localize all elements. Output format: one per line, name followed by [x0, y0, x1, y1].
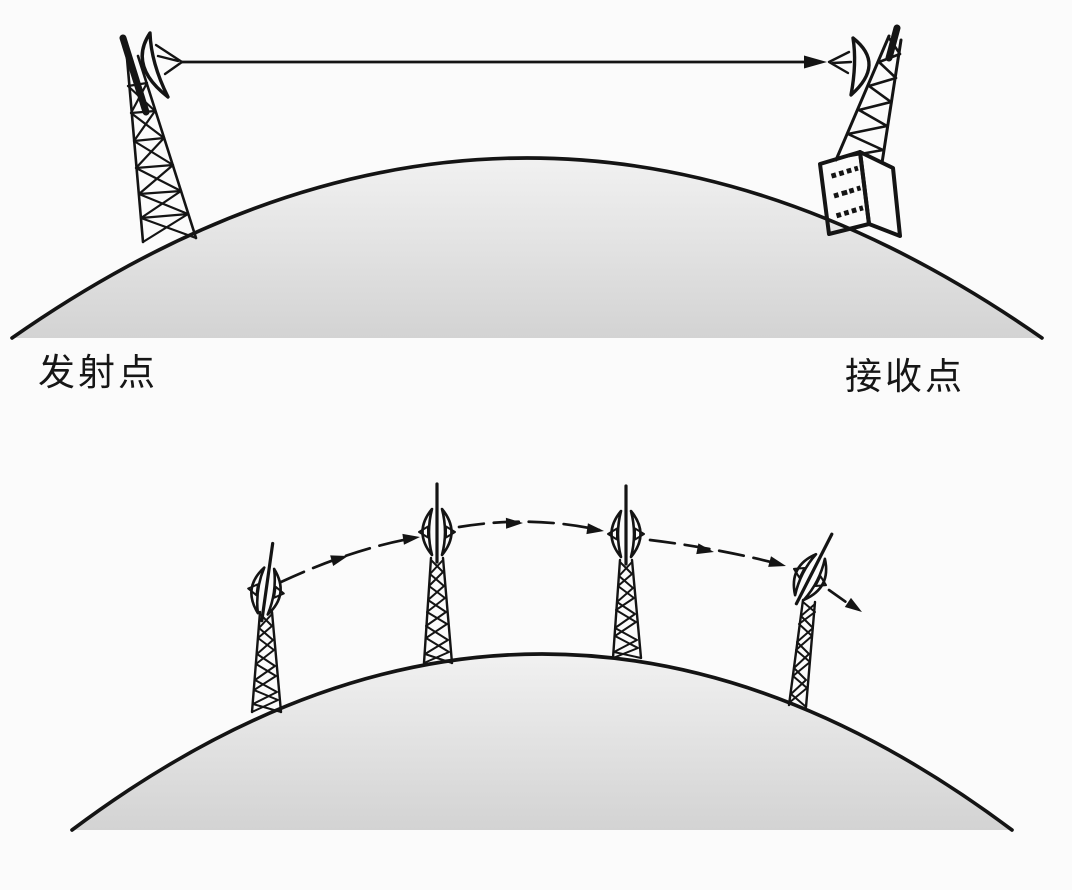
relay-hop-arrow-3	[648, 538, 788, 572]
earth-curve-top	[10, 156, 1044, 340]
transmitter-label: 发射点	[38, 353, 158, 394]
earth-curve-bottom	[70, 652, 1014, 832]
receiver-dish-icon	[827, 36, 871, 97]
receiver-tower	[834, 24, 903, 165]
relay-tower-3	[606, 484, 646, 660]
receiver-label: 接收点	[845, 357, 965, 398]
relay-tower-4	[778, 524, 850, 709]
relay-tower-2	[417, 482, 457, 665]
transmitter-tower	[119, 34, 198, 244]
relay-tower-1	[242, 539, 293, 714]
bottom-panel-relay-chain	[70, 482, 1014, 832]
relay-hop-arrow-4	[827, 588, 866, 617]
relay-hop-arrow-1	[279, 531, 421, 584]
line-of-sight-arrow	[180, 55, 827, 69]
relay-hop-arrow-2	[457, 517, 605, 537]
building-windows	[830, 165, 864, 219]
top-panel-line-of-sight	[10, 24, 1044, 340]
arrowhead-icon	[804, 55, 827, 69]
